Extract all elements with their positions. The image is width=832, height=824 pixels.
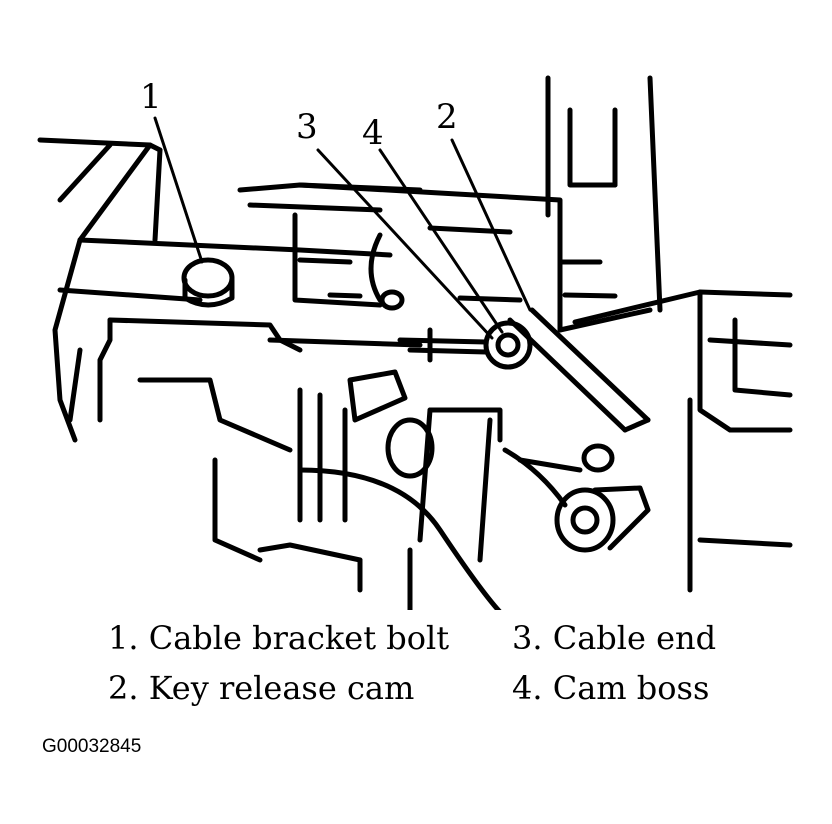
legend-item-cam-boss: 4. Cam boss bbox=[512, 669, 710, 707]
callout-cam-boss: 4 bbox=[362, 113, 384, 153]
leader-lines bbox=[153, 116, 532, 340]
left-housing bbox=[37, 137, 393, 563]
cable-bracket-bolt bbox=[181, 257, 235, 308]
figure-id: G00032845 bbox=[42, 736, 142, 757]
legend-item-cable-bracket-bolt: 1. Cable bracket bolt bbox=[108, 619, 450, 657]
parts-legend: 1. Cable bracket bolt 2. Key release cam… bbox=[108, 618, 768, 728]
cable-run bbox=[267, 337, 502, 610]
legend-item-cable-end: 3. Cable end bbox=[512, 619, 717, 657]
lever-body bbox=[385, 407, 615, 563]
callout-key-release-cam: 2 bbox=[436, 97, 458, 137]
callout-bolt: 1 bbox=[140, 77, 162, 117]
column-structure bbox=[545, 75, 793, 593]
callout-cable-end: 3 bbox=[296, 107, 318, 147]
mechanism-line-drawing bbox=[37, 75, 793, 610]
lower-column bbox=[257, 542, 413, 610]
lower-roller bbox=[554, 485, 651, 553]
upper-bracket-plate bbox=[237, 182, 563, 311]
cable-end-and-cam-boss bbox=[397, 320, 533, 370]
legend-item-key-release-cam: 2. Key release cam bbox=[108, 669, 415, 707]
